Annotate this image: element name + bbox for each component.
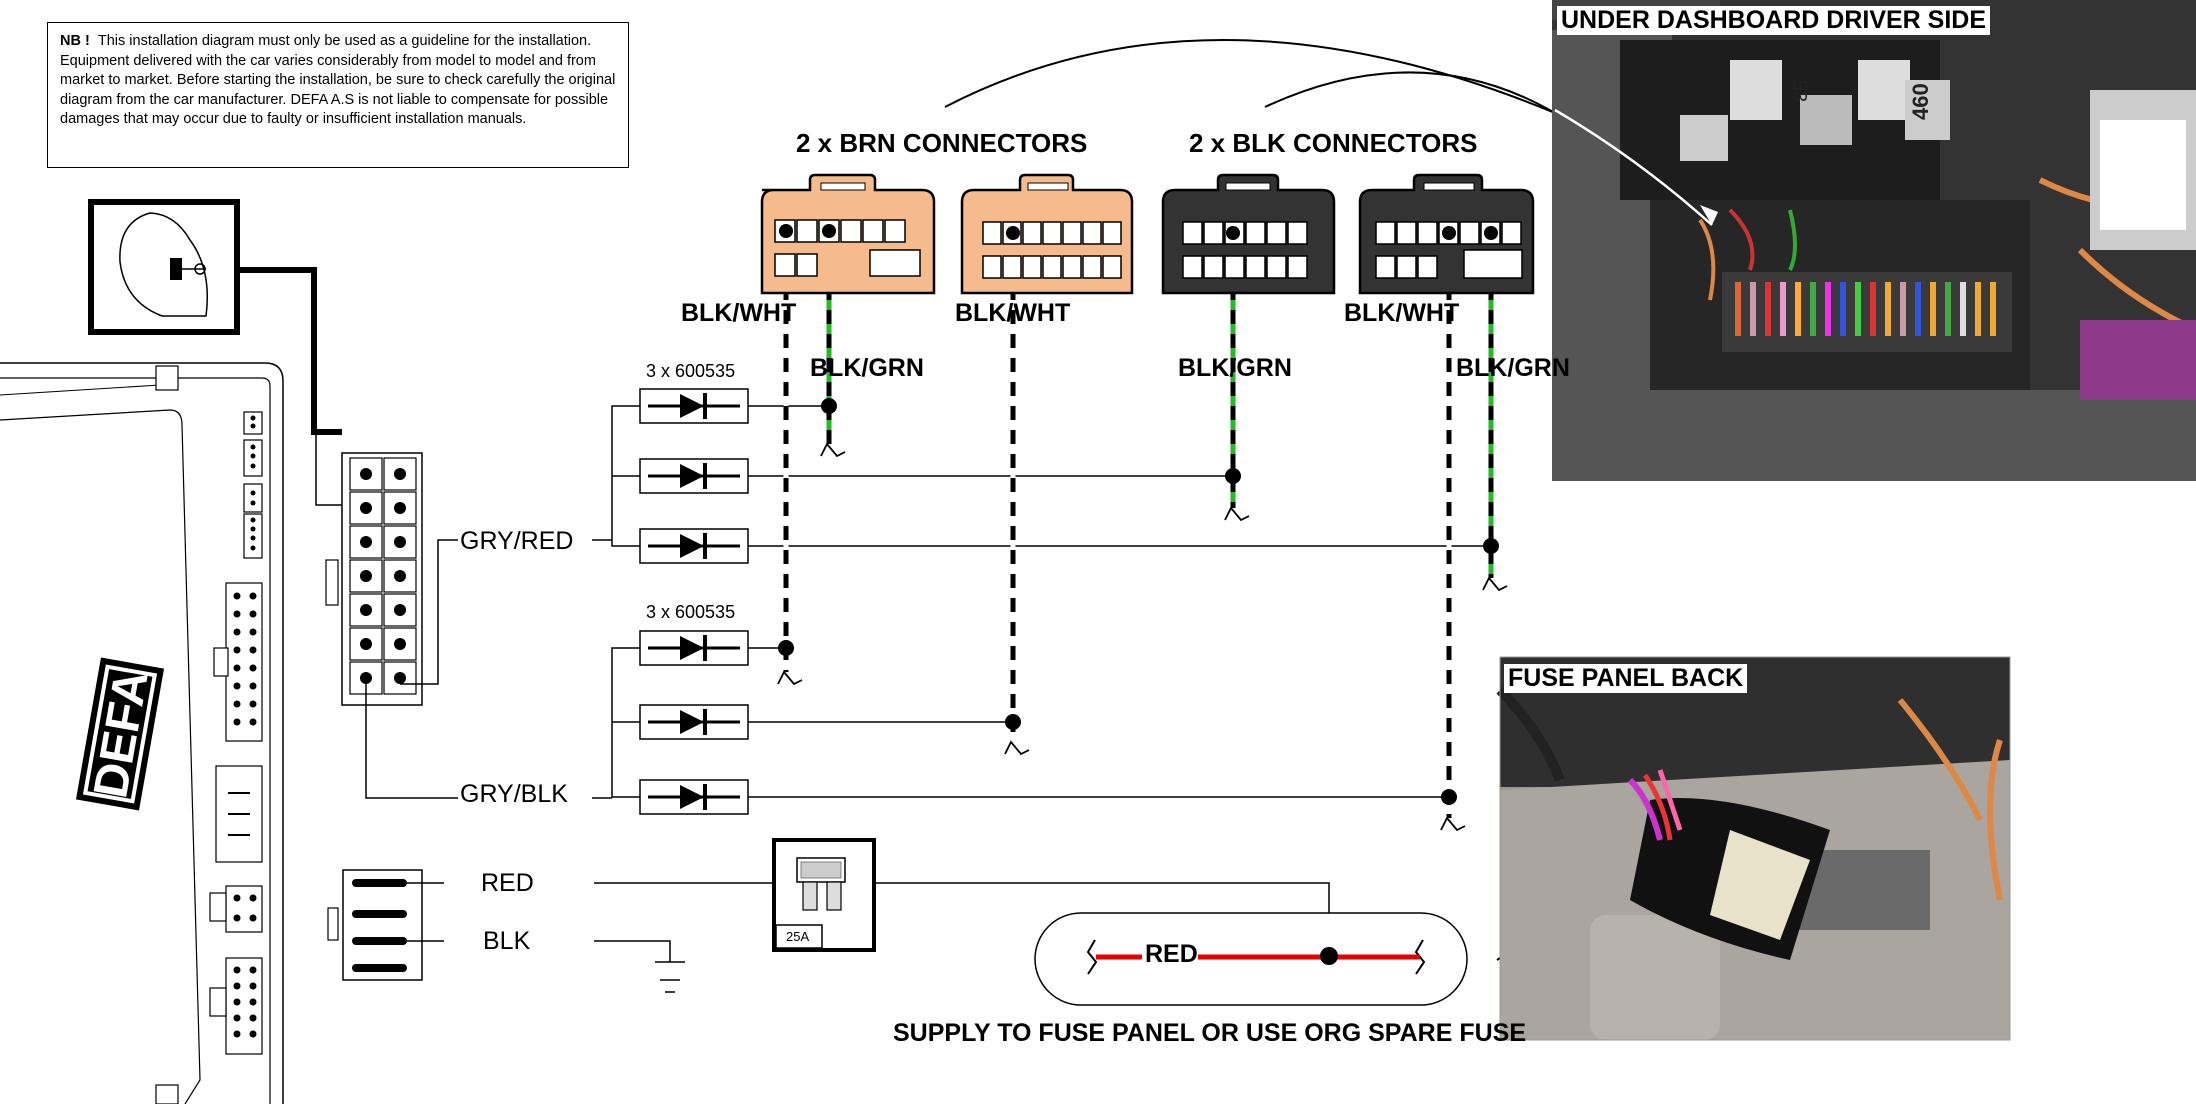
label-blk-grn-2: BLK/GRN	[1178, 354, 1292, 382]
fuse-rating: 25A	[786, 929, 810, 944]
note-prefix: NB !	[60, 33, 90, 49]
label-blk: BLK	[483, 927, 531, 955]
heading-blk-connectors: 2 x BLK CONNECTORS	[1189, 128, 1478, 158]
diode-upper-3	[638, 527, 750, 565]
label-blk-wht-1: BLK/WHT	[681, 299, 797, 327]
power-connector	[327, 869, 444, 981]
label-blk-grn-1: BLK/GRN	[810, 354, 924, 382]
diode-lower-1	[638, 629, 750, 667]
diode-upper-1	[638, 387, 750, 425]
ground-power	[655, 961, 685, 993]
defa-logo-text: DEFA	[84, 667, 158, 802]
relay-a-label: 53	[1788, 80, 1810, 102]
supply-caption: SUPPLY TO FUSE PANEL OR USE ORG SPARE FU…	[893, 1019, 1527, 1047]
diode-group-upper-label: 3 x 600535	[646, 361, 736, 381]
diode-group-lower-label: 3 x 600535	[646, 602, 736, 622]
defa-logo: DEFA	[75, 657, 165, 811]
label-blk-wht-2: BLK/WHT	[955, 299, 1071, 327]
fuse-25a	[772, 838, 876, 952]
photo-fuse-panel-back	[1496, 656, 2011, 1041]
photo-under-dashboard: 53 460	[1552, 0, 2196, 481]
disclaimer-note: NB ! This installation diagram must only…	[47, 22, 629, 168]
label-blk-grn-3: BLK/GRN	[1456, 354, 1570, 382]
diode-lower-3	[638, 778, 750, 816]
note-text: This installation diagram must only be u…	[60, 33, 616, 127]
photo-title-fuse-panel: FUSE PANEL BACK	[1504, 664, 1748, 693]
photo-title-dashboard: UNDER DASHBOARD DRIVER SIDE	[1557, 6, 1991, 35]
diode-upper-2	[638, 457, 750, 495]
blk-connector-2	[1358, 173, 1535, 295]
label-red: RED	[481, 869, 534, 897]
label-gry-red: GRY/RED	[460, 527, 574, 555]
label-gry-blk: GRY/BLK	[460, 780, 568, 808]
label-red-supply: RED	[1145, 940, 1198, 968]
heading-brn-connectors: 2 x BRN CONNECTORS	[796, 128, 1088, 158]
ignition-key-icon	[88, 199, 240, 335]
supply-capsule	[1034, 912, 1468, 1006]
brn-connector-2	[960, 173, 1134, 295]
label-blk-wht-3: BLK/WHT	[1344, 299, 1460, 327]
brn-connector-1	[760, 173, 936, 295]
relay-b-label: 460	[1908, 83, 1933, 120]
defa-control-unit: DEFA	[0, 362, 284, 1104]
harness-connector	[325, 452, 423, 706]
ground-symbols	[777, 443, 1508, 831]
diode-lower-2	[638, 703, 750, 741]
blk-connector-1	[1161, 173, 1336, 295]
